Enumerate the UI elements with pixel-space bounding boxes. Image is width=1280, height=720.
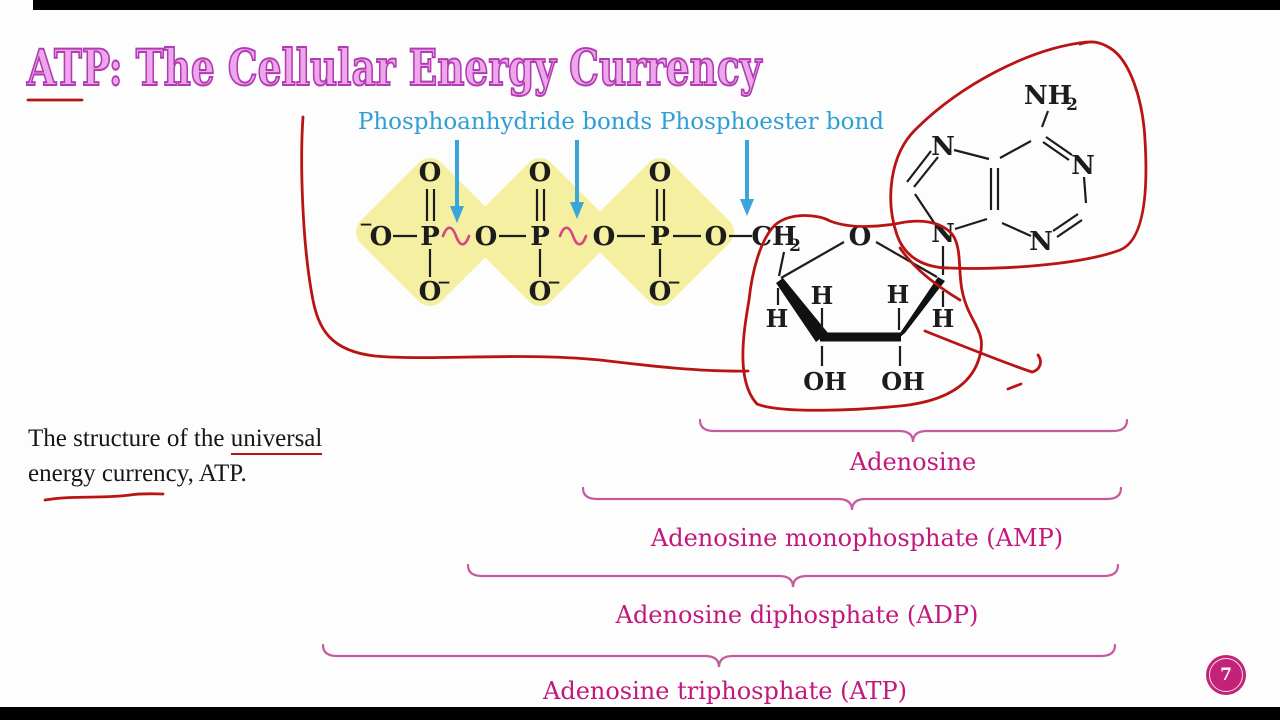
atom-CH2: CH (751, 222, 796, 252)
wedge-bond (776, 278, 828, 342)
bracket-adp (466, 563, 1120, 588)
red-caption-underline (43, 492, 165, 502)
figure-caption: The structure of the universal energy cur… (28, 421, 348, 491)
phosphate-highlight-diamonds (356, 158, 734, 306)
red-circle-adenine (889, 40, 1148, 270)
atom-P: P (420, 222, 440, 252)
atom-O: O (593, 222, 616, 252)
arrowhead-icon (570, 202, 584, 219)
bracket-label-atp: Adenosine triphosphate (ATP) (542, 677, 907, 705)
atom-H: H (932, 304, 955, 333)
bracket-atp (321, 643, 1117, 668)
phosphoanhydride-label: Phosphoanhydride bonds (358, 109, 652, 135)
atom-charge-minus: − (547, 273, 561, 293)
red-sweep-stroke (300, 115, 750, 373)
atom-O: O (649, 277, 672, 307)
atom-P: P (530, 222, 550, 252)
atom-NH2: NH (1024, 81, 1072, 111)
bracket-amp (581, 486, 1123, 511)
atom-O: O (475, 222, 498, 252)
atom-charge-minus: − (359, 215, 373, 235)
atom-O: O (419, 158, 442, 188)
bottom-border-bar (0, 707, 1280, 720)
atom-OH: OH (803, 367, 847, 396)
slide-title: ATP: The Cellular Energy Currency (26, 37, 762, 98)
atom-NH2-subscript: 2 (1066, 95, 1078, 115)
top-border-bar (33, 0, 1280, 10)
bracket-label-amp: Adenosine monophosphate (AMP) (650, 524, 1063, 552)
atom-N3: N (1029, 227, 1053, 257)
atom-N9: N (931, 219, 955, 249)
bracket-adenosine (698, 418, 1129, 443)
atom-O: O (529, 158, 552, 188)
atom-H: H (766, 304, 789, 333)
bond-annotations: Phosphoanhydride bonds Phosphoester bond (358, 109, 884, 223)
high-energy-bond-squiggle (558, 226, 588, 246)
highlight-diamond-2 (466, 158, 614, 306)
atom-OH: OH (881, 367, 925, 396)
bracket-label-adenosine: Adenosine (849, 448, 976, 476)
high-energy-bond-squiggle (441, 226, 471, 246)
wedge-bond (894, 277, 945, 342)
atom-O: O (529, 277, 552, 307)
bracket-label-adp: Adenosine diphosphate (ADP) (615, 601, 979, 629)
atom-H: H (887, 280, 910, 309)
atom-O: O (705, 222, 728, 252)
atom-N1: N (1071, 151, 1095, 181)
red-tail-stroke (898, 246, 962, 302)
page-number: 7 (1209, 658, 1243, 692)
caption-underlined-word: universal (230, 425, 323, 455)
red-hook-arrow (923, 329, 1042, 391)
page-number-badge: 7 (1206, 655, 1246, 695)
atom-O: O (419, 277, 442, 307)
atom-CH2-subscript: 2 (789, 236, 801, 256)
atom-H: H (811, 281, 834, 310)
atom-O: O (849, 222, 872, 252)
atom-P: P (650, 222, 670, 252)
triphosphate-chain: − O P O P O P O O O − O O − O O − (359, 158, 752, 307)
atom-charge-minus: − (437, 273, 451, 293)
highlight-diamond-1 (356, 158, 504, 306)
caption-text-1: The structure of the (28, 425, 231, 452)
atom-charge-minus: − (667, 273, 681, 293)
phosphoester-label: Phosphoester bond (660, 109, 884, 135)
ribose-ring: CH 2 O H H H H OH OH (751, 222, 954, 396)
adenine-ring: N N N N NH 2 (906, 81, 1095, 257)
atom-N7: N (931, 132, 955, 162)
atom-O: O (370, 222, 393, 252)
atom-O: O (649, 158, 672, 188)
highlight-diamond-3 (586, 158, 734, 306)
nomenclature-brackets: Adenosine Adenosine monophosphate (AMP) … (321, 418, 1129, 705)
red-circle-ribose (741, 214, 983, 412)
arrowhead-icon (450, 206, 464, 223)
caption-text-2: energy currency, ATP. (28, 460, 247, 487)
arrowhead-icon (740, 199, 754, 216)
